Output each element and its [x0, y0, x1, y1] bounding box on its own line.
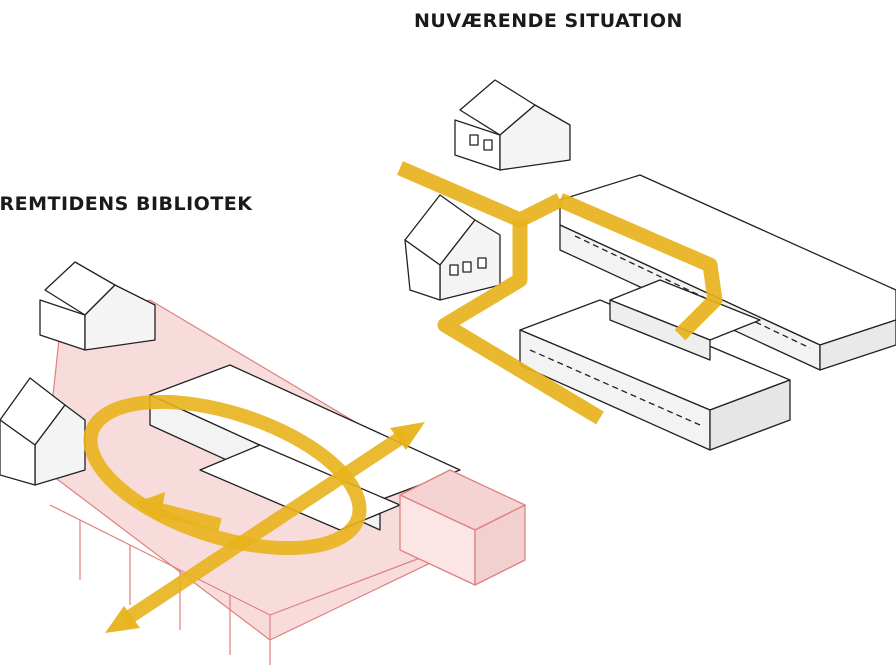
arrow-ne-icon — [390, 422, 425, 450]
house-top-left — [39, 261, 156, 351]
house-top — [454, 79, 571, 171]
cross-route — [121, 429, 409, 626]
current-route — [397, 161, 723, 425]
house-left — [404, 194, 501, 301]
lower-wing-building — [519, 299, 791, 451]
heading-future-library: FREMTIDENS BIBLIOTEK — [0, 193, 253, 215]
arrow-w-icon — [135, 492, 165, 522]
future-library-diagram — [0, 261, 526, 665]
arrow-sw-icon — [105, 606, 140, 633]
arrow-heads — [105, 422, 425, 633]
heading-current-situation: NUVÆRENDE SITUATION — [414, 10, 683, 32]
connecting-block — [609, 279, 761, 361]
future-routes — [83, 394, 409, 626]
short-route — [158, 503, 222, 532]
house-bottom-left — [0, 377, 86, 486]
loop-route — [83, 394, 367, 556]
current-situation-diagram — [397, 79, 896, 451]
